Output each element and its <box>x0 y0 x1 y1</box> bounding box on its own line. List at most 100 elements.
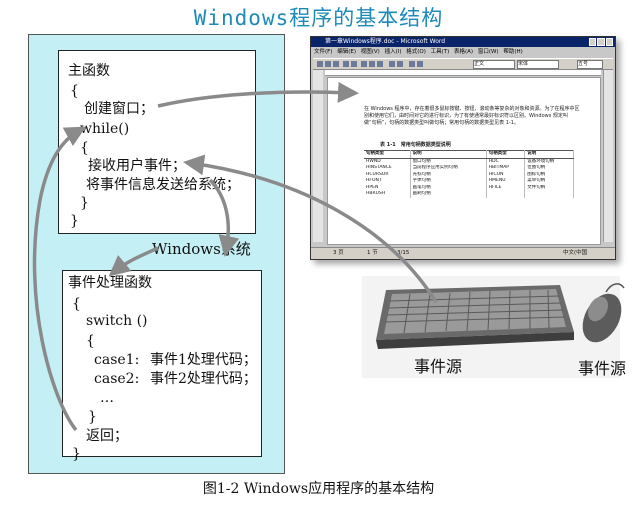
menu-view[interactable]: 视图(V) <box>360 49 380 55</box>
code-send-event: 将事件信息发送给系统； <box>86 177 240 193</box>
cut-icon[interactable] <box>361 61 367 67</box>
word-window: 第一章Windows程序.doc - Microsoft Word 文件(F) … <box>310 36 616 260</box>
table-cell: HWND <box>364 158 411 165</box>
mouse-source-label: 事件源 <box>578 359 627 378</box>
new-doc-icon[interactable] <box>317 61 323 67</box>
top-ruler <box>325 70 601 76</box>
system-to-handler-arrow <box>108 246 159 277</box>
preview-icon[interactable] <box>351 61 357 67</box>
font-select[interactable]: 宋体 <box>517 60 559 69</box>
table-row: HCURSOR 光标句柄 HICON 图标句柄 <box>364 171 574 178</box>
table-row: HINSTANCE 当前程序应用实例句柄 HBITMAP 位图句柄 <box>364 165 574 172</box>
table-cell: HICON <box>486 171 526 178</box>
table-cell: HPEN <box>364 184 411 191</box>
code-case2: case2: <box>94 371 140 387</box>
table-row: HPEN 画笔句柄 HFILE 文件句柄 <box>364 184 574 191</box>
code-ellipsis: … <box>100 390 114 406</box>
left-ruler <box>313 70 323 242</box>
maximize-icon[interactable] <box>597 38 605 46</box>
table-cell: HCURSOR <box>364 171 411 178</box>
status-language: 中文(中国 <box>563 250 588 256</box>
table-cell: HINSTANCE <box>364 165 411 172</box>
open-icon[interactable] <box>325 61 331 67</box>
vertical-scrollbar[interactable] <box>603 70 613 242</box>
main-func-title: 主函数 <box>68 63 110 79</box>
paste-icon[interactable] <box>377 61 383 67</box>
size-select[interactable]: 五号 <box>577 60 603 69</box>
event-func-title: 事件处理函数 <box>68 275 152 291</box>
table-cell: HBRUSH <box>364 191 411 198</box>
table-header-cell: 说明 <box>524 150 574 159</box>
keyboard-source-label: 事件源 <box>414 357 463 376</box>
diagram-title: Windows程序的基本结构 <box>193 6 444 30</box>
menu-format[interactable]: 格式(O) <box>406 49 426 55</box>
table-row: HWND 窗口句柄 HDC 设备环境句柄 <box>364 158 574 165</box>
code-create-window: 创建窗口； <box>84 101 154 117</box>
keyboard-icon <box>376 285 574 349</box>
table-header-cell: 句柄类型 <box>486 150 526 159</box>
word-toolbar: 正文 宋体 五号 <box>313 58 613 70</box>
table-cell: 文件句柄 <box>524 184 574 191</box>
word-menu-bar: 文件(F) 编辑(E) 视图(V) 插入(I) 格式(O) 工具(T) 表格(A… <box>311 48 615 57</box>
menu-tools[interactable]: 工具(T) <box>430 49 450 55</box>
code-case2-handler: 事件2处理代码； <box>150 371 257 387</box>
close-icon[interactable] <box>605 38 613 46</box>
table-caption: 表 1-1 常用句柄数据类型说明 <box>380 142 451 148</box>
table-row: HBRUSH 画刷句柄 <box>364 191 574 198</box>
word-status-bar: 3 页 1 节 3/15 中文(中国 <box>311 247 615 259</box>
handle-table: 句柄类型 说明 句柄类型 说明 HWND 窗口句柄 HDC 设备环境句柄 HIN… <box>364 150 574 198</box>
minimize-icon[interactable] <box>589 38 597 46</box>
redo-icon[interactable] <box>397 61 403 67</box>
menu-window[interactable]: 窗口(W) <box>477 49 499 55</box>
menu-edit[interactable]: 编辑(E) <box>337 49 356 55</box>
table-cell: 当前程序应用实例句柄 <box>410 165 487 172</box>
table-cell: 图标句柄 <box>524 171 574 178</box>
table-cell: 画刷句柄 <box>410 191 487 198</box>
undo-icon[interactable] <box>389 61 395 67</box>
style-select[interactable]: 正文 <box>473 60 515 69</box>
word-title: 第一章Windows程序.doc - Microsoft Word <box>325 38 446 45</box>
table-row: HFONT 字体句柄 HMENU 菜单句柄 <box>364 178 574 185</box>
menu-table[interactable]: 表格(A) <box>454 49 474 55</box>
table-cell <box>524 191 574 198</box>
code-brace: { <box>72 296 81 312</box>
table-icon[interactable] <box>409 61 415 67</box>
table-cell: HBITMAP <box>486 165 526 172</box>
save-icon[interactable] <box>333 61 339 67</box>
code-while: while() <box>80 121 130 137</box>
menu-insert[interactable]: 插入(I) <box>384 49 402 55</box>
send-to-system-arrow <box>208 178 240 257</box>
menu-file[interactable]: 文件(F) <box>314 49 333 55</box>
copy-icon[interactable] <box>369 61 375 67</box>
columns-icon[interactable] <box>417 61 423 67</box>
code-switch: switch () <box>86 313 148 329</box>
code-brace: } <box>72 446 81 462</box>
create-window-arrow <box>157 81 359 108</box>
table-cell: 菜单句柄 <box>524 178 574 185</box>
event-handler-box <box>62 270 262 457</box>
code-brace: } <box>70 213 79 229</box>
status-page: 3 页 <box>333 250 344 256</box>
table-cell: 光标句柄 <box>410 171 487 178</box>
table-cell: 字体句柄 <box>410 178 487 185</box>
table-cell <box>486 191 526 198</box>
code-case1: case1: <box>94 352 140 368</box>
word-title-bar: 第一章Windows程序.doc - Microsoft Word <box>311 37 615 47</box>
print-icon[interactable] <box>343 61 349 67</box>
table-cell: 窗口句柄 <box>410 158 487 165</box>
table-cell: 位图句柄 <box>524 165 574 172</box>
code-brace: { <box>80 140 89 156</box>
menu-help[interactable]: 帮助(H) <box>503 49 523 55</box>
code-case1-handler: 事件1处理代码； <box>150 352 257 368</box>
table-cell: HMENU <box>486 178 526 185</box>
table-header-cell: 句柄类型 <box>364 150 411 159</box>
code-brace: } <box>80 195 89 211</box>
status-position: 3/15 <box>397 250 410 256</box>
status-section: 1 节 <box>367 250 378 256</box>
document-paragraph: 在 Windows 程序中，存在着很多鼠标按键、按钮、滚动条等复杂的对象和资源。… <box>364 106 580 126</box>
code-brace: { <box>86 333 95 349</box>
code-brace: } <box>88 409 97 425</box>
table-cell: HDC <box>486 158 526 165</box>
mouse-icon <box>582 283 625 343</box>
